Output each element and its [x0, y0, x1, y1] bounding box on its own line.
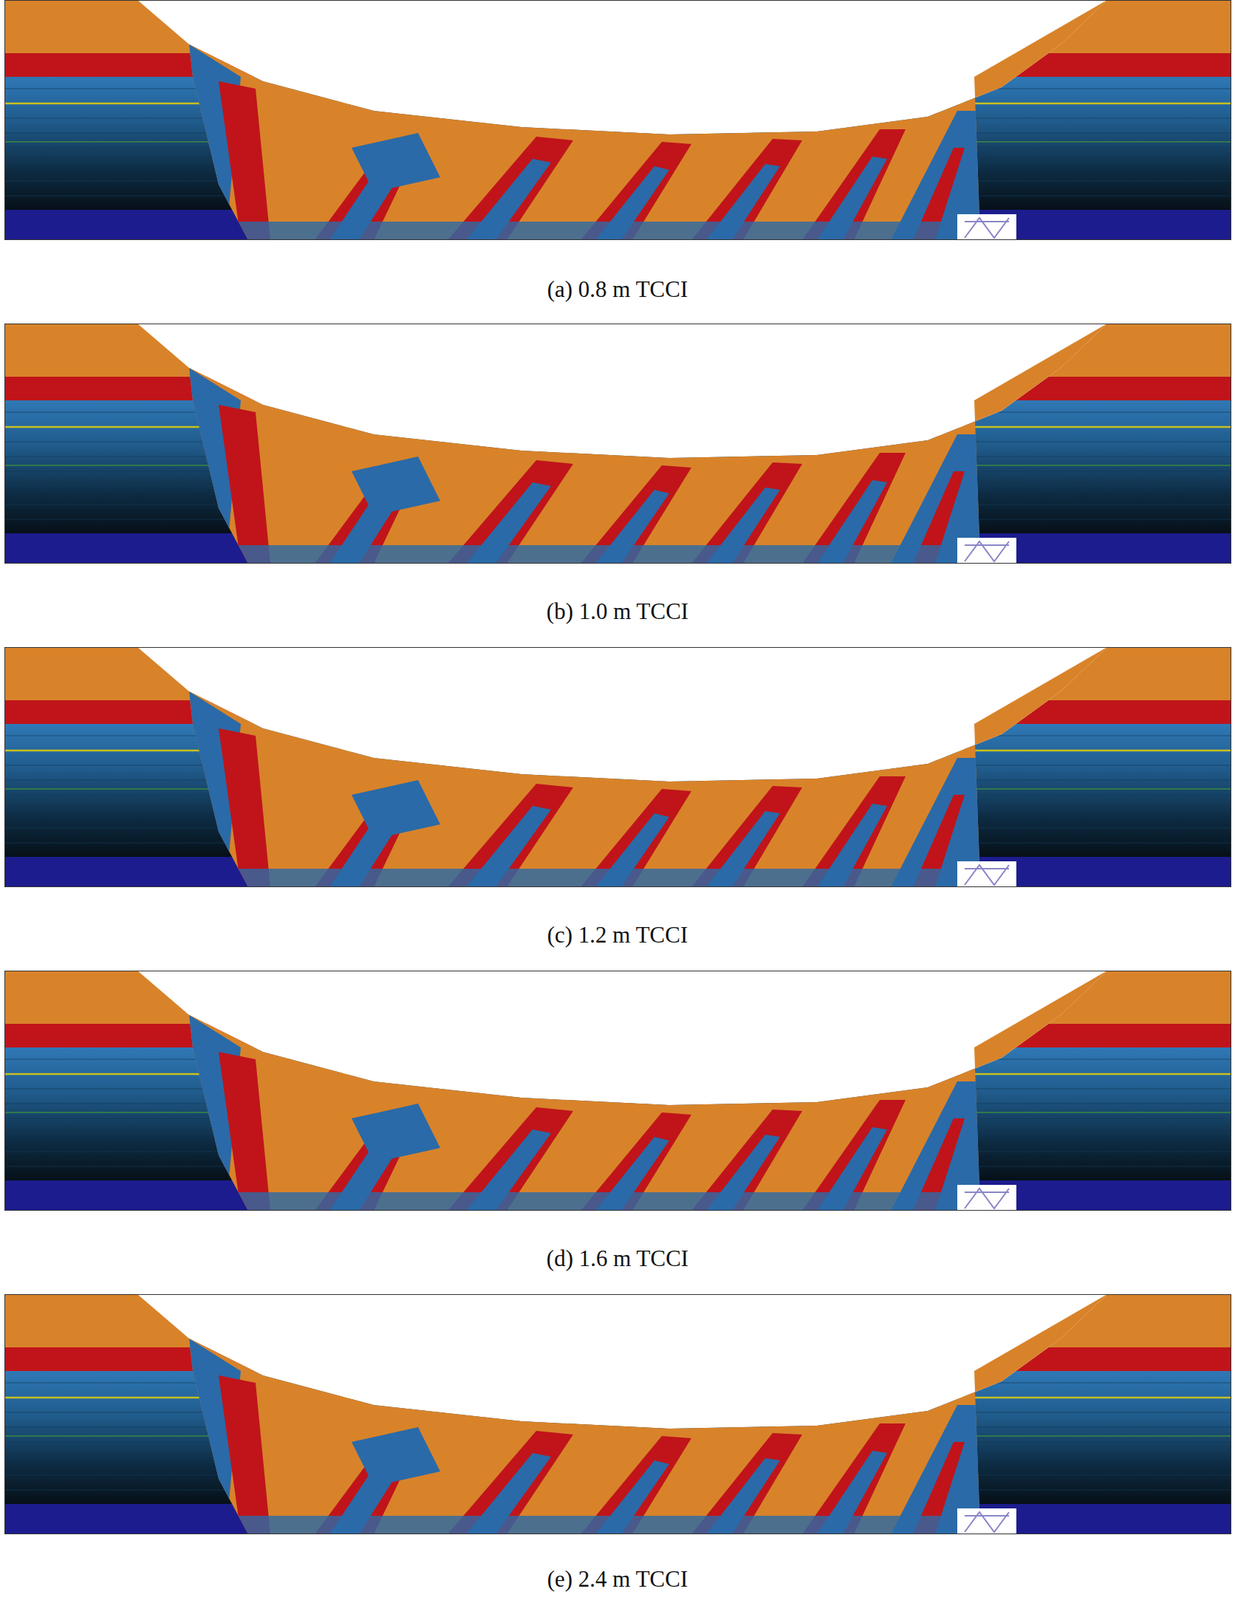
subfigure-caption: (d) 1.6 m TCCI: [0, 1245, 1235, 1272]
subfigure-caption: (e) 2.4 m TCCI: [0, 1565, 1235, 1593]
subfigure-caption: (c) 1.2 m TCCI: [0, 921, 1235, 949]
caption-text: (e) 2.4 m TCCI: [547, 1565, 689, 1592]
caption-text: (a) 0.8 m TCCI: [547, 276, 689, 303]
caption-text: (d) 1.6 m TCCI: [546, 1245, 689, 1272]
dem-panel: [4, 1294, 1232, 1535]
dem-panel: [4, 647, 1232, 888]
dem-panel: [4, 323, 1232, 564]
caption-text: (c) 1.2 m TCCI: [547, 921, 689, 948]
subfigure-caption: (a) 0.8 m TCCI: [0, 276, 1235, 303]
subfigure-caption: (b) 1.0 m TCCI: [0, 598, 1235, 625]
caption-text: (b) 1.0 m TCCI: [546, 598, 689, 625]
dem-panel: [4, 970, 1232, 1211]
dem-panel: [4, 0, 1232, 241]
